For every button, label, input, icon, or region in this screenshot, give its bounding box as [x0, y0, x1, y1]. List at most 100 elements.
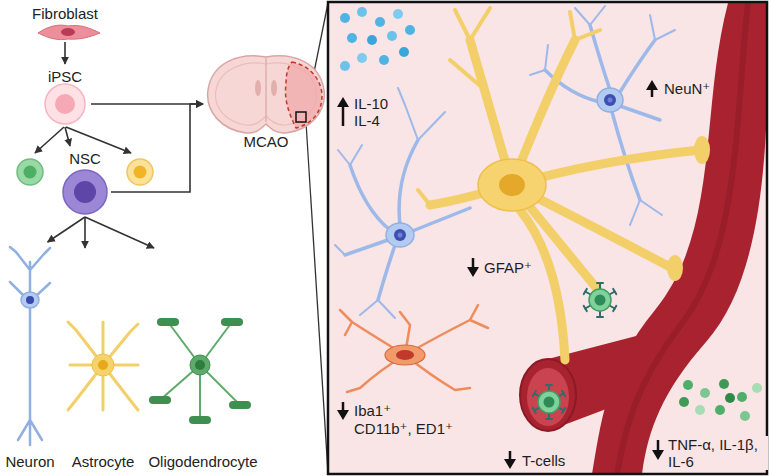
cytokine-dots [740, 411, 750, 421]
astrocyte-cell [478, 159, 546, 211]
neuron-cell [604, 94, 616, 106]
cytokine-dots [340, 13, 350, 23]
brain-node: MCAO [205, 52, 327, 152]
ipsc-cell [55, 94, 75, 114]
cytokine-dots [393, 9, 403, 19]
zoom-lines [306, 122, 328, 473]
cell-label: MCAO [244, 133, 289, 150]
marker-label: Iba1⁺ [352, 402, 393, 419]
blood-vessel [617, 3, 748, 473]
marker-label: IL-4 [352, 112, 382, 129]
oligodendrocyte-cell [195, 360, 205, 370]
neuron-cell [10, 247, 50, 445]
cytokine-dots [679, 397, 689, 407]
microglia-cell [385, 345, 425, 365]
change-arrow [509, 451, 512, 460]
change-arrow [657, 440, 660, 451]
cytokine-dots [715, 405, 725, 415]
progenitor-cell [17, 159, 43, 185]
oligodendrocyte-cell [190, 355, 210, 375]
progenitor-cell [134, 166, 147, 179]
change-arrow [652, 450, 664, 460]
ipsc-cell [45, 84, 85, 124]
cell-label: Oligodendrocyte [148, 453, 257, 470]
astrocyte-cell [430, 40, 700, 360]
marker-label: NeuN⁺ [662, 80, 712, 97]
cell-node: Neuron [2, 244, 57, 472]
brain-section [255, 80, 261, 96]
microglia-cell [396, 350, 414, 360]
flow-arrow [111, 104, 203, 192]
microglia-cell [340, 305, 488, 392]
oligodendrocyte-cell [149, 396, 171, 404]
cytokine-dots [340, 7, 415, 71]
branch-arrows [35, 127, 64, 153]
cell-label: iPSC [48, 68, 82, 85]
branch-arrows [35, 127, 131, 153]
astrocyte-cell [68, 322, 138, 410]
brain-section [285, 62, 322, 128]
astrocyte-cell [68, 322, 138, 410]
brain-section [296, 112, 306, 122]
cytokine-dots [340, 61, 350, 71]
marker-label: IL-10 [352, 95, 390, 112]
cell-label: Fibroblast [32, 5, 98, 22]
astrocyte-cell [418, 8, 600, 205]
brain-section [208, 56, 325, 133]
blood-vessel [527, 368, 569, 426]
brain-section [265, 58, 266, 122]
change-arrow [504, 459, 516, 469]
progenitor-cell [24, 166, 37, 179]
astrocyte-cell [92, 354, 114, 376]
astrocyte-cell [694, 136, 710, 164]
neuron-cell [530, 6, 675, 225]
cell-label: Neuron [5, 453, 54, 470]
neuron-cell [21, 292, 39, 308]
flow-arrow [65, 127, 70, 146]
flow-arrow [64, 42, 66, 64]
neuron-cell [26, 296, 34, 304]
change-arrow [342, 106, 345, 126]
cell-node: iPSC [40, 66, 90, 126]
cytokine-dots [367, 35, 377, 45]
astrocyte-cell [499, 174, 525, 196]
nsc-cell [63, 170, 107, 214]
cytokine-dots [405, 25, 415, 35]
change-arrow [646, 80, 658, 90]
cytokine-dots [719, 379, 729, 389]
marker-label: T-cells [520, 452, 567, 469]
cytokine-dots [700, 388, 710, 398]
change-arrow [342, 402, 345, 411]
cell-node: Fibroblast [15, 3, 115, 41]
t-cell [533, 283, 616, 419]
cytokine-dots [683, 380, 693, 390]
oligodendrocyte-cell [229, 401, 251, 409]
nsc-cell [74, 181, 96, 203]
neuron-cell [345, 140, 470, 300]
change-arrow [337, 410, 349, 420]
oligodendrocyte-cell [160, 322, 240, 420]
t-cell [533, 385, 565, 419]
brain-section [208, 56, 325, 133]
branch-arrows [66, 127, 131, 153]
change-arrow [651, 89, 654, 97]
astrocyte-cell [667, 255, 683, 281]
neuron-cell [608, 98, 613, 103]
flow-arrow [85, 217, 154, 248]
cytokine-dots [679, 379, 762, 421]
blood-vessel [520, 359, 576, 431]
astrocyte-cell [98, 360, 108, 370]
oligodendrocyte-cell [221, 318, 243, 326]
inset-panel [329, 3, 766, 473]
t-cell [584, 283, 616, 317]
brain-section [271, 80, 277, 96]
marker-label: CD11b⁺, ED1⁺ [352, 420, 455, 437]
inset-border [328, 2, 767, 474]
change-arrow [337, 80, 664, 469]
flow-arrow [48, 217, 85, 242]
ipsc-cell [45, 84, 85, 124]
change-arrow [467, 267, 479, 277]
cytokine-dots [725, 393, 735, 403]
oligodendrocyte-cell [157, 318, 179, 326]
neuron-cell [386, 223, 414, 247]
